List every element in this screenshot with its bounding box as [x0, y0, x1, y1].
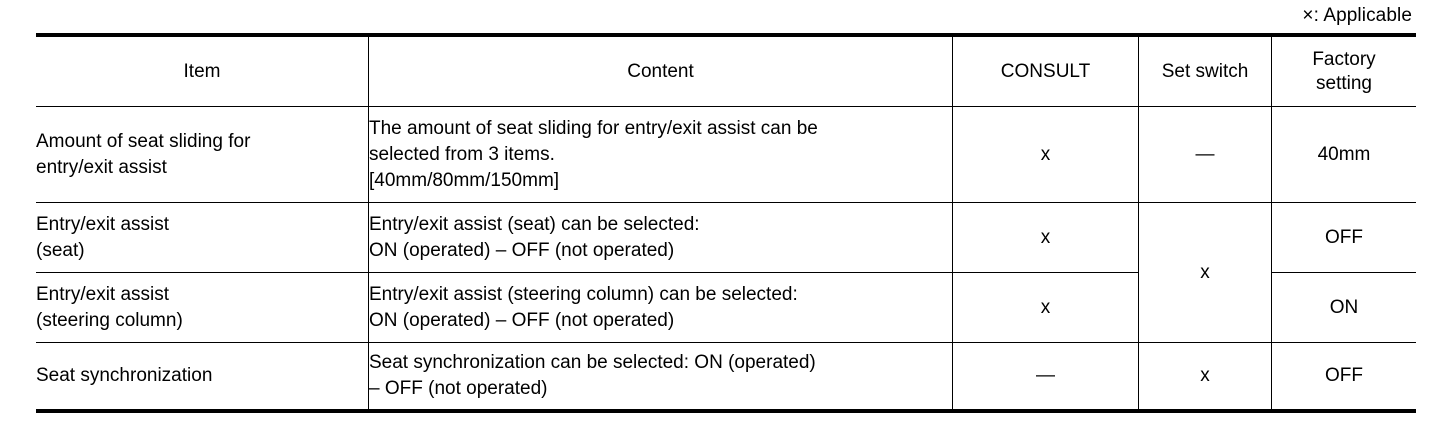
table-row: Seat synchronization Seat synchronizatio… [36, 342, 1416, 411]
row-content-cell: Entry/exit assist (steering column) can … [368, 272, 953, 343]
row-factory-setting-value: 40mm [1271, 106, 1416, 203]
header-row: Item Content CONSULT Set switch Factory … [36, 35, 1416, 107]
row-factory-setting-value: OFF [1271, 342, 1416, 411]
factory-setting-line1: Factory [1312, 48, 1376, 70]
row-item-cell: Seat synchronization [36, 342, 369, 411]
row-consult-value: x [952, 202, 1139, 273]
row-item-cell: Entry/exit assist (seat) [36, 202, 369, 273]
row-content-cell: Entry/exit assist (seat) can be selected… [368, 202, 953, 273]
column-header-consult: CONSULT [952, 35, 1139, 107]
table-container: Item Content CONSULT Set switch Factory … [36, 33, 1416, 413]
row-item-line2: (steering column) [36, 309, 183, 331]
row-set-switch-value-merged: x [1138, 202, 1272, 343]
row-consult-value: x [952, 106, 1139, 203]
row-content-line1: Entry/exit assist (steering column) can … [369, 283, 798, 305]
applicable-legend-text: ×: Applicable [1302, 5, 1412, 26]
row-consult-value: — [952, 342, 1139, 411]
applicable-legend: ×: Applicable [0, 4, 1412, 28]
column-header-factory-setting: Factory setting [1271, 35, 1416, 107]
table-body: Amount of seat sliding for entry/exit as… [36, 106, 1416, 411]
column-header-content: Content [368, 35, 953, 107]
row-content-line3: [40mm/80mm/150mm] [369, 169, 560, 191]
table-row: Amount of seat sliding for entry/exit as… [36, 106, 1416, 203]
table-row: Entry/exit assist (seat) Entry/exit assi… [36, 202, 1416, 343]
row-content-line1: Seat synchronization can be selected: ON… [369, 351, 816, 373]
column-header-set-switch: Set switch [1138, 35, 1272, 107]
row-item-cell: Amount of seat sliding for entry/exit as… [36, 106, 369, 203]
row-item-line1: Entry/exit assist [36, 213, 170, 235]
row-content-line2: ON (operated) – OFF (not operated) [369, 239, 675, 261]
row-item-line2: entry/exit assist [36, 156, 167, 178]
row-item-line1: Entry/exit assist [36, 283, 170, 305]
row-item-line1: Seat synchronization [36, 364, 213, 386]
row-item-line1: Amount of seat sliding for [36, 130, 251, 152]
row-content-cell: Seat synchronization can be selected: ON… [368, 342, 953, 411]
table-row: Entry/exit assist (steering column) Entr… [36, 272, 1416, 343]
row-item-line2: (seat) [36, 239, 85, 261]
row-factory-setting-value: OFF [1271, 202, 1416, 273]
row-content-cell: The amount of seat sliding for entry/exi… [368, 106, 953, 203]
row-factory-setting-value: ON [1271, 272, 1416, 343]
row-content-line2: ON (operated) – OFF (not operated) [369, 309, 675, 331]
row-content-line2: selected from 3 items. [369, 143, 555, 165]
row-content-line1: The amount of seat sliding for entry/exi… [369, 117, 818, 139]
row-item-cell: Entry/exit assist (steering column) [36, 272, 369, 343]
row-set-switch-value: x [1138, 342, 1272, 411]
row-consult-value: x [952, 272, 1139, 343]
row-set-switch-value: — [1138, 106, 1272, 203]
factory-setting-line2: setting [1316, 72, 1372, 94]
row-content-line1: Entry/exit assist (seat) can be selected… [369, 213, 700, 235]
row-content-line2: – OFF (not operated) [369, 377, 548, 399]
settings-spec-table: Item Content CONSULT Set switch Factory … [36, 33, 1416, 413]
column-header-item: Item [36, 35, 369, 107]
table-header: Item Content CONSULT Set switch Factory … [36, 35, 1416, 107]
